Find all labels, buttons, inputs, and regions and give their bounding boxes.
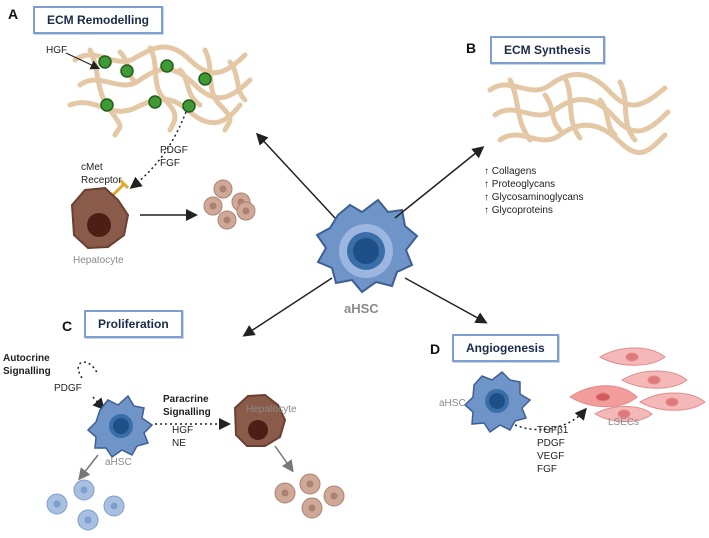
hsc-cluster-c bbox=[46, 479, 125, 531]
paracrine-factor-ne: NE bbox=[172, 438, 186, 449]
panel-letter-d: D bbox=[430, 341, 441, 357]
hepatocyte-label-c: Hepatocyte bbox=[246, 404, 297, 415]
arrow-to-b bbox=[394, 146, 485, 219]
paracrine-label-2: Signalling bbox=[163, 407, 211, 418]
hsc-proliferation-arrow-c bbox=[78, 454, 99, 481]
synthesis-item: ↑ Glycosaminoglycans bbox=[484, 192, 584, 203]
angio-factor-fgf: FGF bbox=[537, 464, 557, 475]
cmet-receptor bbox=[110, 178, 130, 198]
hepatocyte-proliferation-arrow-c bbox=[274, 445, 294, 473]
paracrine-label-1: Paracrine bbox=[163, 394, 209, 405]
title-ecm-synthesis: ECM Synthesis bbox=[490, 36, 605, 64]
panel-letter-a: A bbox=[8, 6, 19, 22]
hepatocyte-c bbox=[233, 393, 287, 447]
hepatocyte-label-a: Hepatocyte bbox=[73, 255, 124, 266]
hepatocyte-cluster-c bbox=[274, 473, 345, 519]
autocrine-loop bbox=[77, 361, 99, 379]
title-proliferation: Proliferation bbox=[84, 310, 183, 338]
angio-factor-vegf: VEGF bbox=[537, 451, 565, 462]
arrow-to-a bbox=[255, 132, 336, 219]
arrow-to-d bbox=[404, 277, 488, 324]
hgf-molecules bbox=[98, 55, 212, 113]
autocrine-arrow bbox=[92, 396, 106, 411]
panel-letter-c: C bbox=[62, 318, 73, 334]
panel-letter-b: B bbox=[466, 40, 477, 56]
lsecs-label: LSECs bbox=[608, 417, 640, 428]
synthesis-item: ↑ Glycoproteins bbox=[484, 205, 553, 216]
ahsc-label-c: aHSC bbox=[105, 457, 132, 468]
ecm-fibers-b bbox=[487, 72, 671, 155]
ecm-fibers-a bbox=[67, 44, 253, 138]
synthesis-item: ↑ Collagens bbox=[484, 166, 537, 177]
central-ahsc-cell bbox=[315, 198, 419, 294]
synthesis-list: ↑ Collagens ↑ Proteoglycans ↑ Glycosamin… bbox=[484, 165, 583, 217]
hgf-label: HGF bbox=[46, 45, 68, 56]
hgf-pointer bbox=[65, 52, 101, 70]
angio-factor-tgfb1: TGFβ1 bbox=[537, 425, 569, 436]
hepatocyte-cluster-a bbox=[203, 179, 256, 230]
paracrine-factor-hgf: HGF bbox=[172, 425, 194, 436]
ahsc-cell-c bbox=[86, 394, 154, 459]
hepatocyte-a bbox=[70, 186, 130, 250]
factor-fgf-a: FGF bbox=[160, 158, 180, 169]
title-ecm-remodelling: ECM Remodelling bbox=[33, 6, 164, 34]
receptor-label-2: Receptor bbox=[81, 175, 122, 186]
angio-factor-pdgf: PDGF bbox=[537, 438, 565, 449]
arrow-to-c bbox=[242, 277, 333, 337]
receptor-label-1: cMet bbox=[81, 162, 103, 173]
factor-pdgf-a: PDGF bbox=[160, 145, 188, 156]
synthesis-item: ↑ Proteoglycans bbox=[484, 179, 556, 190]
autocrine-label-1: Autocrine bbox=[3, 353, 50, 364]
ahsc-cell-d bbox=[463, 370, 532, 434]
central-ahsc-label: aHSC bbox=[344, 301, 379, 316]
autocrine-pdgf-label: PDGF bbox=[54, 383, 82, 394]
ahsc-label-d: aHSC bbox=[439, 398, 466, 409]
autocrine-label-2: Signalling bbox=[3, 366, 51, 377]
title-angiogenesis: Angiogenesis bbox=[452, 334, 559, 362]
lsecs-cells bbox=[569, 347, 706, 422]
